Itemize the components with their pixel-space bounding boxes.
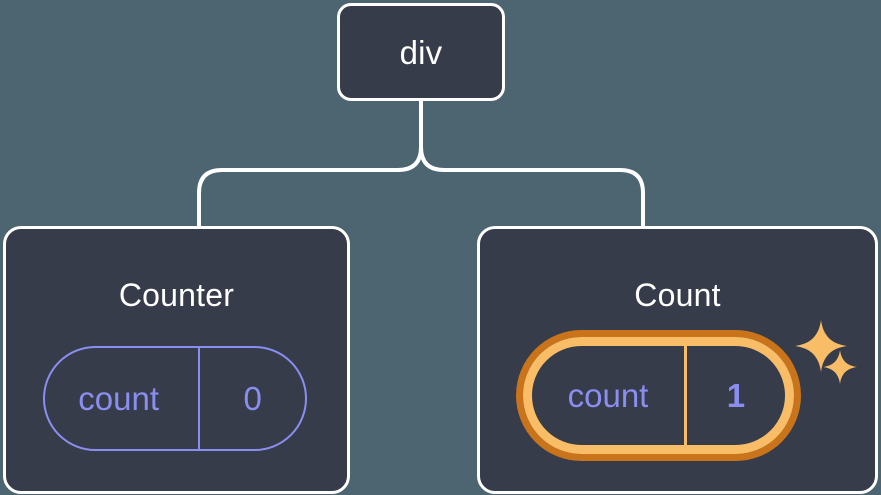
state-value: 1 (683, 346, 785, 445)
highlight-ring (523, 337, 794, 454)
root-node-label: div (399, 33, 443, 71)
state-key: count (78, 380, 160, 417)
tree-node-root[interactable]: div (337, 3, 505, 101)
node-title: Count (634, 277, 721, 313)
state-badge-counter[interactable]: count 0 (43, 346, 307, 451)
state-key: count (567, 377, 649, 414)
state-badge-count-highlighted[interactable]: count 1 (516, 330, 801, 461)
state-value: 0 (198, 348, 305, 449)
node-title: Counter (118, 277, 235, 313)
